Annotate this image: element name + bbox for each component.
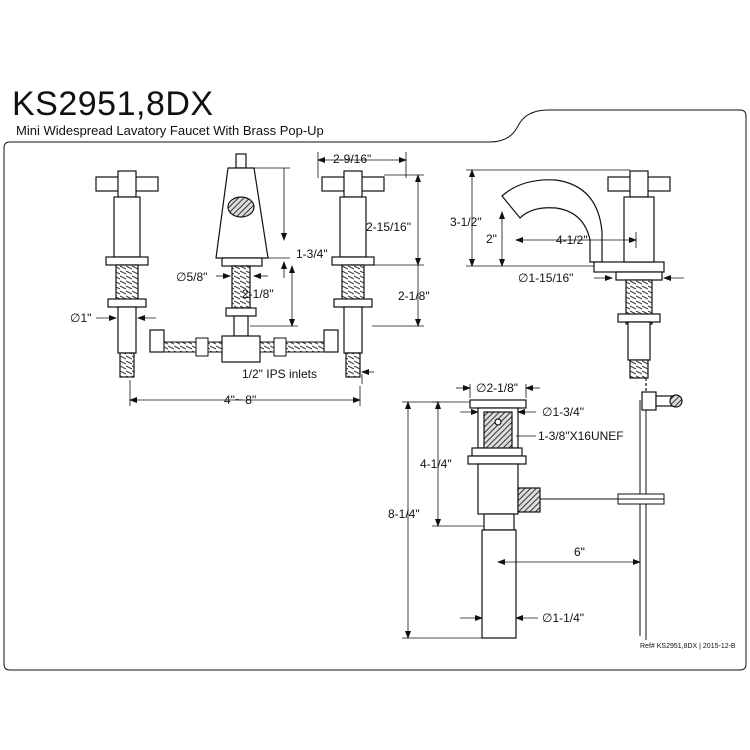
dim-tailpiece-dia: ∅1-1/4" [542, 611, 584, 625]
dim-shank-right: 2-1/8" [398, 289, 430, 303]
frame-border [3, 109, 747, 671]
dim-inlets: 1/2" IPS inlets [242, 367, 317, 381]
dim-shank-dia: ∅1" [70, 311, 91, 325]
dim-side-clearance: 2" [486, 232, 497, 246]
supply-hoses [163, 337, 325, 357]
right-handle [321, 170, 385, 378]
center-spout [215, 153, 269, 363]
dim-handle-height: 2-15/16" [366, 220, 411, 234]
dim-drain-thread: 1-3/8"X16UNEF [538, 429, 624, 443]
page-subtitle: Mini Widespread Lavatory Faucet With Bra… [16, 123, 324, 138]
side-view-faucet [501, 170, 683, 411]
dim-handle-spacing: 2-9/16" [333, 152, 371, 166]
dim-base-dia: ∅1-15/16" [518, 271, 573, 285]
dim-drain-body: ∅1-3/4" [542, 405, 584, 419]
dim-rod-length: 6" [574, 545, 585, 559]
dim-shank-center: 2-1/8" [242, 287, 274, 301]
dim-spout-height: 1-3/4" [296, 247, 328, 261]
dim-side-height: 3-1/2" [450, 215, 482, 229]
dim-aerator-dia: ∅5/8" [176, 270, 207, 284]
reference-number: Ref# KS2951,8DX | 2015-12-B [640, 643, 736, 650]
page-title: KS2951,8DX [12, 85, 214, 123]
dim-spout-reach: 4-1/2" [556, 233, 588, 247]
popup-rod [540, 400, 665, 640]
left-handle [95, 170, 165, 378]
dimension-lines [96, 152, 684, 639]
dim-drain-total: 8-1/4" [388, 507, 420, 521]
dim-spread: 4"~ 8" [224, 393, 256, 407]
dim-drain-flange: ∅2-1/8" [476, 381, 518, 395]
dimension-labels: 2-9/16" 2-15/16" 1-3/4" ∅5/8" 2-1/8" 2-1… [70, 152, 736, 650]
pop-up-drain [467, 399, 541, 639]
dim-drain-upper: 4-1/4" [420, 457, 452, 471]
